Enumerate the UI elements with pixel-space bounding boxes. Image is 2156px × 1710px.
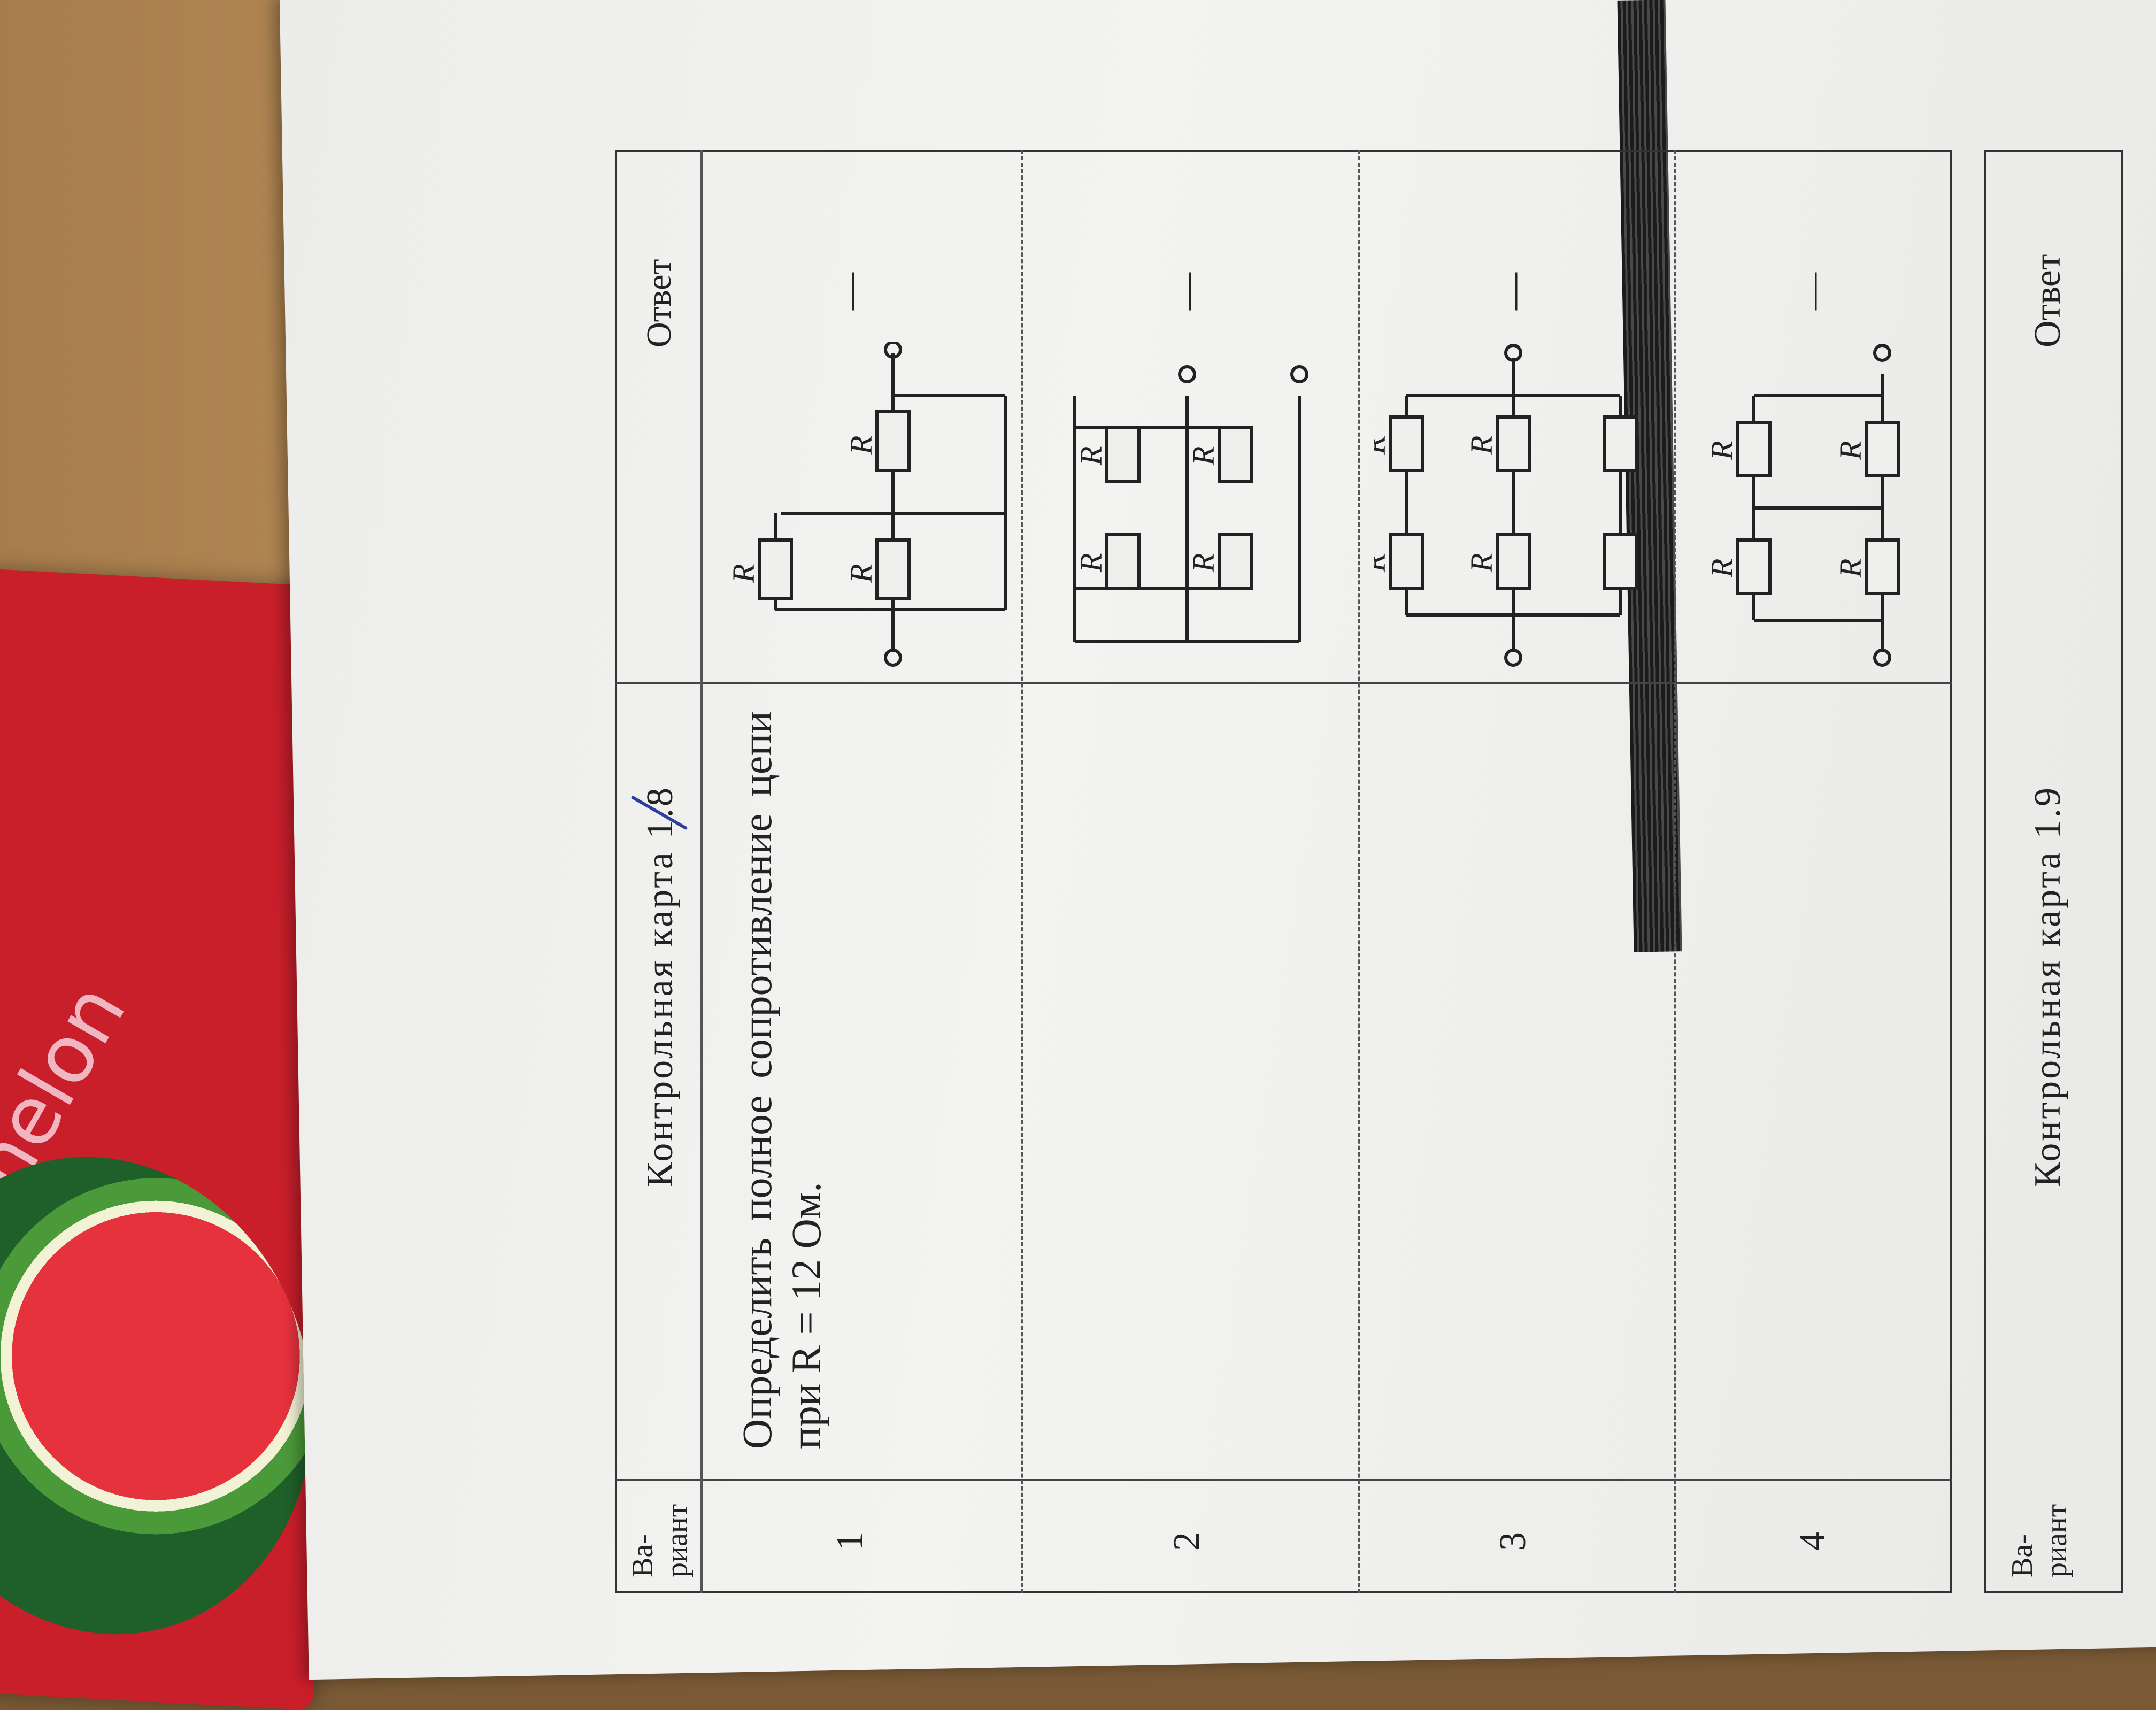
row-divider-3 (1674, 150, 1676, 1593)
svg-text:R: R (1833, 441, 1868, 460)
row-divider-1 (1021, 150, 1023, 1593)
svg-text:R: R (1705, 559, 1739, 578)
next-card-title: Контрольная карта 1.9 (2027, 785, 2068, 1187)
svg-text:R: R (1186, 446, 1221, 466)
variant-1: 1 (829, 1532, 871, 1551)
row-divider-2 (1358, 150, 1360, 1593)
svg-text:R: R (1464, 553, 1499, 573)
svg-text:R: R (726, 564, 761, 583)
circuit-diagram-1: R R R (726, 342, 1007, 667)
header-divider (700, 150, 703, 1593)
svg-text:R: R (1833, 559, 1868, 578)
variant-2: 2 (1166, 1532, 1207, 1551)
header-variant: Ва- риант (626, 1504, 694, 1577)
circuit-diagram-4: R R R R (1705, 344, 1900, 667)
header-answer: Ответ (640, 259, 679, 348)
answer-4: — (1792, 273, 1833, 310)
svg-text:R: R (1705, 441, 1739, 460)
svg-text:R: R (844, 436, 879, 455)
svg-text:R: R (844, 564, 879, 583)
svg-text:R: R (1374, 436, 1392, 455)
answer-3: — (1492, 273, 1534, 310)
circuit-diagram-3: R R R R (1374, 344, 1638, 667)
task-text: Определить полное сопротивление цепи при… (734, 711, 829, 1449)
svg-text:R: R (1464, 436, 1499, 455)
svg-text:R: R (1374, 553, 1392, 573)
next-card-header: Ва- риант Контрольная карта 1.9 Ответ (1984, 150, 2144, 1593)
next-card-header-answer: Ответ (2027, 253, 2068, 348)
variant-3: 3 (1492, 1532, 1534, 1551)
svg-text:R: R (1074, 446, 1108, 466)
control-card-table: Ва- риант Контрольная карта 1.8 Ответ 1 … (615, 150, 2005, 1593)
circuit-diagram-2: R R R R (1073, 365, 1308, 643)
answer-2: — (1166, 273, 1207, 310)
answer-1: — (829, 273, 871, 310)
next-card-header-variant: Ва- риант (2006, 1504, 2073, 1577)
col-divider-variant (615, 1479, 1952, 1481)
card-title: Контрольная карта 1.8 (640, 785, 681, 1187)
svg-text:R: R (1186, 553, 1221, 573)
variant-4: 4 (1792, 1532, 1833, 1551)
col-divider-task (615, 682, 1952, 684)
svg-text:R: R (1074, 553, 1108, 573)
